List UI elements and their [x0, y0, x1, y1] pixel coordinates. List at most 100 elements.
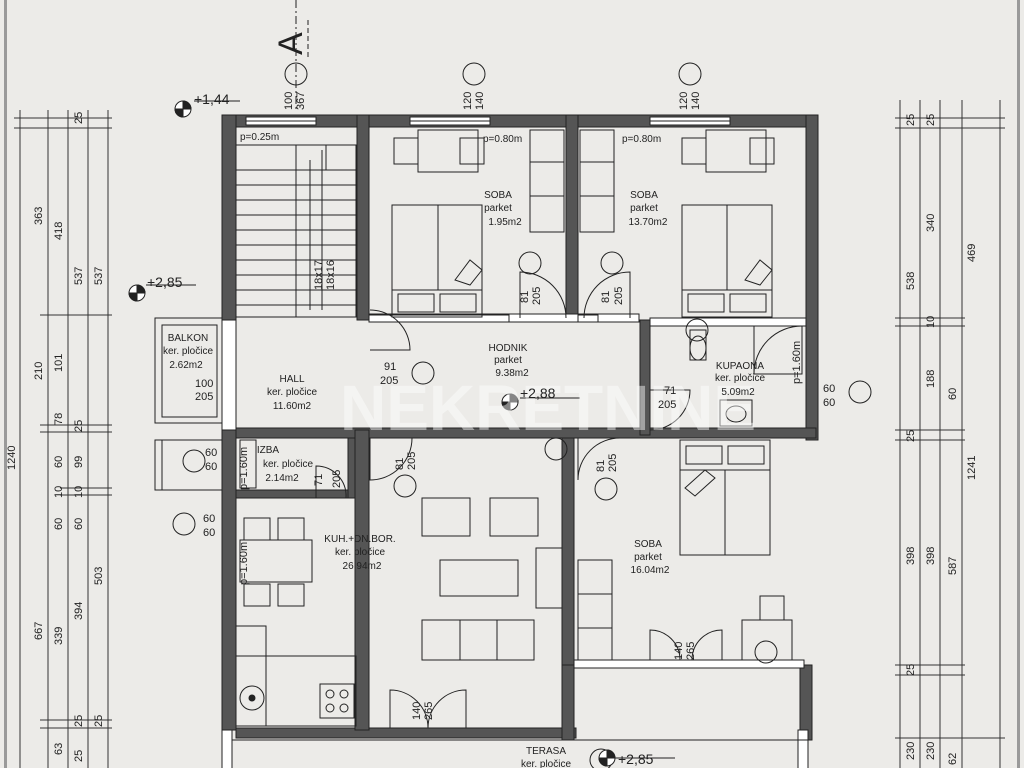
balcony-lower: [154, 439, 223, 491]
dimension-label: 62: [947, 753, 959, 765]
stair-label-1: 18x17: [313, 260, 325, 290]
bed-1: [391, 204, 483, 318]
room-hall: HALL ker. pločice 11.60m2: [267, 374, 317, 412]
opening-top3-a: 120: [678, 92, 690, 110]
wall-kuh-bot: [235, 727, 577, 739]
room-floor: parket: [634, 552, 662, 563]
opening-top1-a: 100: [283, 92, 295, 110]
door8-a: 140: [411, 702, 423, 720]
wall-mid-h: [235, 427, 817, 439]
wall-soba-bot2: [577, 314, 599, 323]
level-2: +2,85: [147, 274, 183, 290]
level-4: +2,85: [618, 751, 654, 767]
room-name: HALL: [279, 374, 304, 385]
door3-a: 91: [384, 361, 396, 373]
stair-label-2: 18x16: [325, 260, 337, 290]
balcony: [154, 317, 223, 424]
window-balkon-b: 205: [195, 391, 213, 403]
dims-left-text: 25 363 418 537 537 210 101 78 25 1240 60…: [6, 112, 105, 762]
level-1: +1,44: [194, 91, 230, 107]
dimension-label: 667: [33, 622, 45, 640]
parapet-4: p=1.60m: [791, 341, 803, 384]
dims-right-text: 25 25 340 538 469 10 188 60 25 398 398 5…: [905, 114, 978, 765]
dimension-label: 25: [905, 114, 917, 126]
dimension-label: 398: [905, 547, 917, 565]
opening-top1-b: 367: [295, 92, 307, 110]
room-name: KUPAONA: [716, 361, 764, 372]
sink: [719, 399, 753, 427]
opening-top2-b: 140: [474, 92, 486, 110]
axis-circle-12: [182, 449, 206, 473]
room-area: 26.94m2: [343, 561, 382, 572]
dimension-label: 398: [925, 547, 937, 565]
room-floor: parket: [630, 203, 658, 214]
kitchen-furniture: [235, 497, 563, 727]
room-floor: ker. pločice: [267, 387, 317, 398]
axis-circle-7: [685, 318, 709, 342]
wall-izba: [235, 489, 359, 499]
room-terasa: TERASA ker. pločice: [521, 746, 571, 768]
window-kuh-b: 60: [203, 527, 215, 539]
dimension-label: 537: [73, 267, 85, 285]
dimension-label: 394: [73, 602, 85, 620]
window-kup-b: 60: [823, 397, 835, 409]
dimension-label: 60: [947, 388, 959, 400]
axis-circle-4: [518, 251, 542, 275]
room-area: 2.62m2: [169, 360, 203, 371]
room-floor: ker. pločice: [263, 459, 313, 470]
dimension-label: 340: [925, 214, 937, 232]
section-marker: A: [272, 32, 310, 55]
dimension-label: 339: [53, 627, 65, 645]
dimension-label: 1240: [6, 446, 18, 470]
room-name: SOBA: [634, 539, 662, 550]
axis-circle-3: [678, 62, 702, 86]
room-soba-3: SOBA parket 16.04m2: [631, 539, 670, 576]
dimension-label: 25: [73, 420, 85, 432]
wall-center-v2: [565, 114, 579, 321]
wardrobe-2: [579, 129, 615, 233]
stove: [319, 683, 355, 719]
dimension-label: 418: [53, 222, 65, 240]
terrace: [232, 664, 808, 741]
room-area: 13.70m2: [629, 217, 668, 228]
window-izba-b: 60: [205, 461, 217, 473]
axis-circle-9: [544, 437, 568, 461]
window-balkon-a: 100: [195, 378, 213, 390]
armchair-2: [489, 497, 539, 537]
axis-circle-11: [594, 477, 618, 501]
dimension-label: 230: [905, 742, 917, 760]
door3-b: 205: [380, 375, 398, 387]
dimension-label: 25: [905, 430, 917, 442]
axis-circle-5: [600, 251, 624, 275]
armchair-1: [421, 497, 471, 537]
dimension-label: 587: [947, 557, 959, 575]
bathroom-fixtures: [689, 325, 803, 427]
window-kup-a: 60: [823, 383, 835, 395]
room-floor: parket: [484, 203, 512, 214]
watermark: NEKRETNINE: [340, 372, 756, 444]
axis-circle-10: [393, 474, 417, 498]
wall-kup-top: [649, 317, 807, 327]
level-markers: [128, 100, 675, 767]
room-area: 5.09m2: [721, 387, 755, 398]
section-line-a: [295, 0, 309, 110]
door-swings: [315, 271, 723, 729]
wall-terasa-left: [221, 729, 233, 768]
room-area: 16.04m2: [631, 565, 670, 576]
dimension-label: 10: [925, 316, 937, 328]
room-soba-2: SOBA parket 13.70m2: [629, 190, 668, 228]
sink-kitchen: [239, 685, 265, 711]
balcony-outline: [154, 317, 257, 491]
room-floor: ker. pločice: [521, 759, 571, 768]
room-kupaona: KUPAONA ker. pločice 5.09m2: [715, 361, 765, 398]
room-name: IZBA: [257, 445, 280, 456]
room-floor: parket: [494, 355, 522, 366]
door6-a: 81: [595, 460, 607, 472]
door9-a: 140: [673, 642, 685, 660]
dimension-label: 60: [73, 518, 85, 530]
door2-b: 205: [613, 287, 625, 305]
dimension-label: 60: [53, 518, 65, 530]
wall-kuh-mid: [354, 429, 370, 731]
shower: [753, 325, 803, 375]
